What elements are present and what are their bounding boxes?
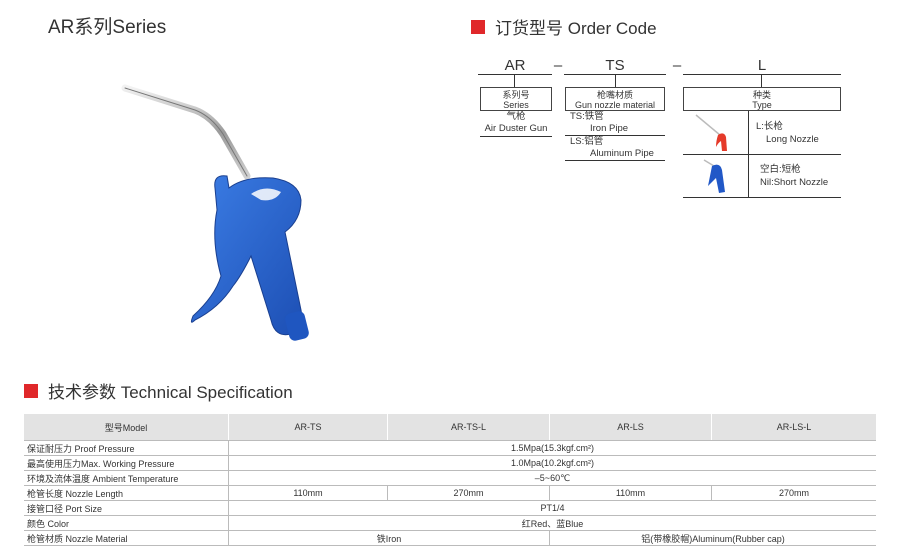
row-label: 接管口径 Port Size bbox=[24, 500, 229, 516]
table-row: 环境及流体温度 Ambient Temperature –5~60℃ bbox=[24, 470, 876, 486]
code-connector bbox=[761, 74, 762, 87]
row-value: 红Red、蓝Blue bbox=[228, 515, 876, 531]
code-ts: TS bbox=[605, 57, 625, 74]
series-desc-underline bbox=[480, 136, 552, 137]
code-underline bbox=[478, 74, 552, 75]
spec-table: 型号Model AR-TS AR-TS-L AR-LS AR-LS-L 保证耐压… bbox=[24, 414, 876, 546]
row-value: 1.5Mpa(15.3kgf.cm²) bbox=[228, 440, 876, 456]
row-value: 1.0Mpa(10.2kgf.cm²) bbox=[228, 455, 876, 471]
row-value: 110mm bbox=[549, 485, 712, 501]
row-value: 270mm bbox=[387, 485, 550, 501]
table-row: 枪管长度 Nozzle Length 110mm 270mm 110mm 270… bbox=[24, 485, 876, 501]
nozzle-option-aluminum-en: Aluminum Pipe bbox=[590, 148, 654, 159]
row-value: 270mm bbox=[711, 485, 876, 501]
red-square-icon bbox=[24, 383, 38, 398]
nozzle-option-underline bbox=[565, 160, 665, 161]
row-value: 110mm bbox=[228, 485, 388, 501]
row-label: 保证耐压力 Proof Pressure bbox=[24, 440, 229, 456]
row-value: 铝(带橡胶帽)Aluminum(Rubber cap) bbox=[549, 530, 876, 546]
header-model-label: 型号Model bbox=[24, 414, 229, 441]
nozzle-option-iron-en: Iron Pipe bbox=[590, 123, 629, 134]
type-box: 种类 Type bbox=[683, 87, 841, 111]
code-l: L bbox=[757, 57, 767, 74]
type-table-bottom bbox=[683, 197, 841, 198]
code-underline bbox=[683, 74, 841, 75]
series-box-cn: 系列号 bbox=[502, 90, 530, 100]
type-box-cn: 种类 bbox=[752, 90, 771, 100]
row-label: 枪管长度 Nozzle Length bbox=[24, 485, 229, 501]
type-long-en: Long Nozzle bbox=[766, 134, 819, 145]
row-label: 最高使用压力Max. Working Pressure bbox=[24, 455, 229, 471]
row-value: PT1/4 bbox=[228, 500, 876, 516]
nozzle-option-iron-cn: TS:铁管 bbox=[570, 111, 604, 122]
short-nozzle-gun-icon bbox=[703, 159, 725, 193]
nozzle-material-box: 枪嘴材质 Gun nozzle material bbox=[565, 87, 665, 111]
header-model: AR-TS bbox=[228, 414, 388, 441]
series-title: AR系列Series bbox=[48, 17, 167, 38]
code-connector bbox=[514, 74, 515, 87]
type-row-divider bbox=[683, 154, 841, 155]
type-box-en: Type bbox=[752, 100, 772, 110]
type-long-cn: L:长枪 bbox=[756, 121, 783, 132]
header-model: AR-LS bbox=[549, 414, 712, 441]
code-connector bbox=[615, 74, 616, 87]
air-gun-illustration bbox=[121, 84, 309, 341]
long-nozzle-gun-icon bbox=[695, 114, 727, 151]
series-desc-en: Air Duster Gun bbox=[484, 123, 548, 134]
order-code-heading: 订货型号 Order Code bbox=[471, 14, 657, 39]
table-row: 颜色 Color 红Red、蓝Blue bbox=[24, 515, 876, 531]
row-label: 环境及流体温度 Ambient Temperature bbox=[24, 470, 229, 486]
tech-spec-heading-text: 技术参数 Technical Specification bbox=[48, 383, 293, 402]
code-ar: AR bbox=[504, 57, 526, 74]
nozzle-option-aluminum-cn: LS:铝管 bbox=[570, 136, 604, 147]
tech-spec-heading: 技术参数 Technical Specification bbox=[24, 378, 293, 403]
header-model: AR-LS-L bbox=[711, 414, 876, 441]
code-separator: – bbox=[553, 57, 563, 74]
table-row: 枪管材质 Nozzle Material 铁Iron 铝(带橡胶帽)Alumin… bbox=[24, 530, 876, 546]
table-row: 保证耐压力 Proof Pressure 1.5Mpa(15.3kgf.cm²) bbox=[24, 440, 876, 456]
order-code-heading-text: 订货型号 Order Code bbox=[495, 19, 657, 38]
row-value: 铁Iron bbox=[228, 530, 550, 546]
table-row: 最高使用压力Max. Working Pressure 1.0Mpa(10.2k… bbox=[24, 455, 876, 471]
series-box-en: Series bbox=[503, 100, 529, 110]
row-value: –5~60℃ bbox=[228, 470, 876, 486]
series-desc-cn: 气枪 bbox=[506, 111, 526, 122]
red-square-icon bbox=[471, 19, 485, 34]
row-label: 枪管材质 Nozzle Material bbox=[24, 530, 229, 546]
header-model: AR-TS-L bbox=[387, 414, 550, 441]
series-box: 系列号 Series bbox=[480, 87, 552, 111]
spec-header-row: 型号Model AR-TS AR-TS-L AR-LS AR-LS-L bbox=[24, 414, 876, 441]
table-row: 接管口径 Port Size PT1/4 bbox=[24, 500, 876, 516]
type-short-en: Nil:Short Nozzle bbox=[760, 177, 829, 188]
row-label: 颜色 Color bbox=[24, 515, 229, 531]
nozzle-option-divider bbox=[565, 135, 665, 136]
type-short-cn: 空白:短枪 bbox=[760, 164, 801, 175]
code-separator: – bbox=[672, 57, 682, 74]
